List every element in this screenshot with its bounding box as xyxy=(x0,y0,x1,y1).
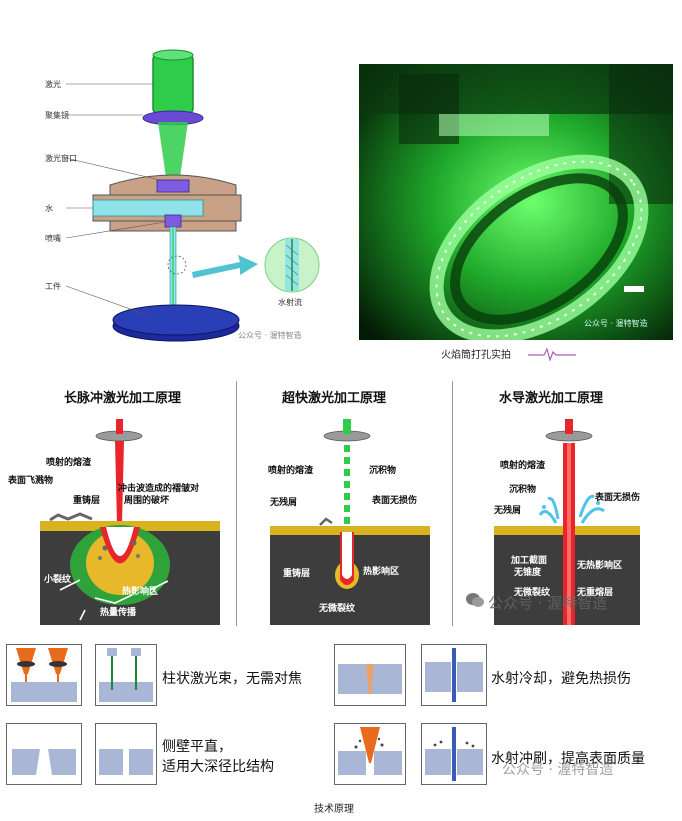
nozzle xyxy=(165,215,181,227)
p2-label-no-crack: 无微裂纹 xyxy=(319,601,355,614)
photo-caption: 火焰筒打孔实拍 xyxy=(441,346,511,361)
watermark-panels: 公众号 · 渥特智造 xyxy=(488,592,607,613)
footer-caption: 技术原理 xyxy=(314,800,354,815)
p1-label-surface-spatter: 表面飞溅物 xyxy=(8,473,53,486)
ultrafast-diagram xyxy=(270,415,430,625)
p1-label-shock2: 周围的破坏 xyxy=(124,493,169,506)
feature-text-1: 柱状激光束，无需对焦 xyxy=(162,668,302,688)
label-laser: 激光 xyxy=(45,79,61,90)
label-nozzle: 喷嘴 xyxy=(45,233,61,244)
p1-label-spatter: 喷射的熔渣 xyxy=(46,455,91,468)
feature-columnar-beam xyxy=(95,644,157,706)
label-water-jet: 水射流 xyxy=(278,297,302,308)
p2-label-deposit: 沉积物 xyxy=(369,463,396,476)
magnify-arrow xyxy=(192,255,258,278)
feature-text-3b: 适用大深径比结构 xyxy=(162,756,274,776)
label-window: 激光窗口 xyxy=(45,153,77,164)
feature-straight-wall-a xyxy=(6,723,82,785)
p2-label-recast: 重铸层 xyxy=(283,566,310,579)
p3-label-deposit: 沉积物 xyxy=(509,482,536,495)
p3-label-no-damage: 表面无损伤 xyxy=(595,490,640,503)
feature-straight-wall-b xyxy=(95,723,157,785)
p2-label-no-damage: 表面无损伤 xyxy=(372,493,417,506)
panel-title-water-guided: 水导激光加工原理 xyxy=(499,387,603,406)
panel-title-ultrafast: 超快激光加工原理 xyxy=(282,387,386,406)
wechat-icon xyxy=(465,591,485,609)
label-water: 水 xyxy=(45,203,53,214)
label-focus-lens: 聚集镜 xyxy=(45,110,69,121)
feature-text-3: 侧壁平直， xyxy=(162,736,232,756)
watermark-bottom: 公众号 · 渥特智造 xyxy=(502,759,613,779)
laser-source xyxy=(153,55,193,113)
p2-label-spatter: 喷射的熔渣 xyxy=(268,463,313,476)
p2-label-haz: 热影响区 xyxy=(363,564,399,577)
feature-focus-cones xyxy=(6,644,82,706)
feature-water-cooling xyxy=(421,644,487,706)
divider-2 xyxy=(452,381,453,626)
panel-title-long-pulse: 长脉冲激光加工原理 xyxy=(64,387,181,406)
p1-label-haz: 热影响区 xyxy=(122,584,158,597)
watermark-photo: 公众号 · 渥特智造 xyxy=(584,318,648,329)
p1-label-heat: 热量传播 xyxy=(100,605,136,618)
divider-1 xyxy=(236,381,237,626)
p1-label-recast: 重铸层 xyxy=(73,493,100,506)
combustor-photo: 公众号 · 渥特智造 xyxy=(359,64,673,340)
watermark-diagram: 公众号 · 渥特智造 xyxy=(238,330,302,341)
p3-label-no-residue: 无残屑 xyxy=(494,503,521,516)
p3-label-spatter: 喷射的熔渣 xyxy=(500,458,545,471)
feature-debris-cone xyxy=(334,723,406,785)
p2-label-no-residue: 无残屑 xyxy=(270,495,297,508)
feature-tapered-hole xyxy=(334,644,406,706)
pulse-icon xyxy=(528,347,576,361)
feature-water-flush xyxy=(421,723,487,785)
p3-label-no-taper: 无锥度 xyxy=(514,565,541,578)
label-workpiece: 工件 xyxy=(45,281,61,292)
p3-label-no-haz: 无热影响区 xyxy=(577,558,622,571)
p1-label-microcrack: 小裂纹 xyxy=(44,572,71,585)
feature-text-2: 水射冷却，避免热损伤 xyxy=(491,668,631,688)
